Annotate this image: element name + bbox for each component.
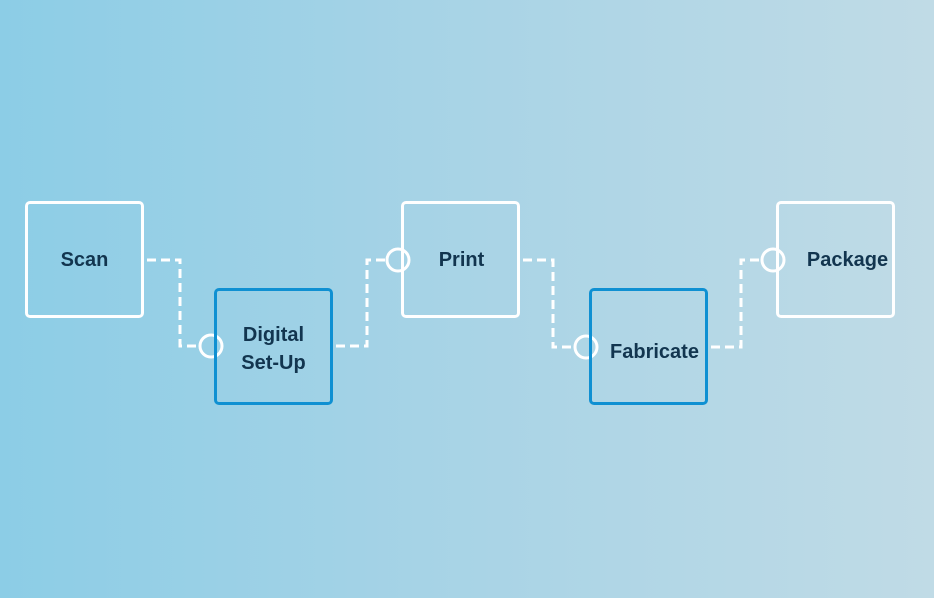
connector-fabricate-to-package xyxy=(711,258,761,349)
step-label-digital-setup: Digital Set-Up xyxy=(241,323,306,374)
connector-node-package xyxy=(760,247,786,273)
step-box-print: Print xyxy=(401,201,520,318)
connector-node-fabricate xyxy=(573,334,599,360)
connector-digital-setup-to-print xyxy=(336,258,386,348)
connector-node-digital-setup xyxy=(198,333,224,359)
connector-print-to-fabricate xyxy=(523,258,573,349)
step-box-digital-setup: Digital Set-Up xyxy=(214,288,333,405)
step-label-scan: Scan xyxy=(60,248,109,271)
step-box-fabricate: Fabricate xyxy=(589,288,708,405)
connector-scan-to-digital-setup xyxy=(147,258,199,348)
step-box-scan: Scan xyxy=(25,201,144,318)
step-box-package: Package xyxy=(776,201,895,318)
connector-node-print xyxy=(385,247,411,273)
step-label-print: Print xyxy=(438,248,485,271)
step-label-fabricate: Fabricate xyxy=(610,340,699,363)
step-label-package: Package xyxy=(806,248,889,271)
